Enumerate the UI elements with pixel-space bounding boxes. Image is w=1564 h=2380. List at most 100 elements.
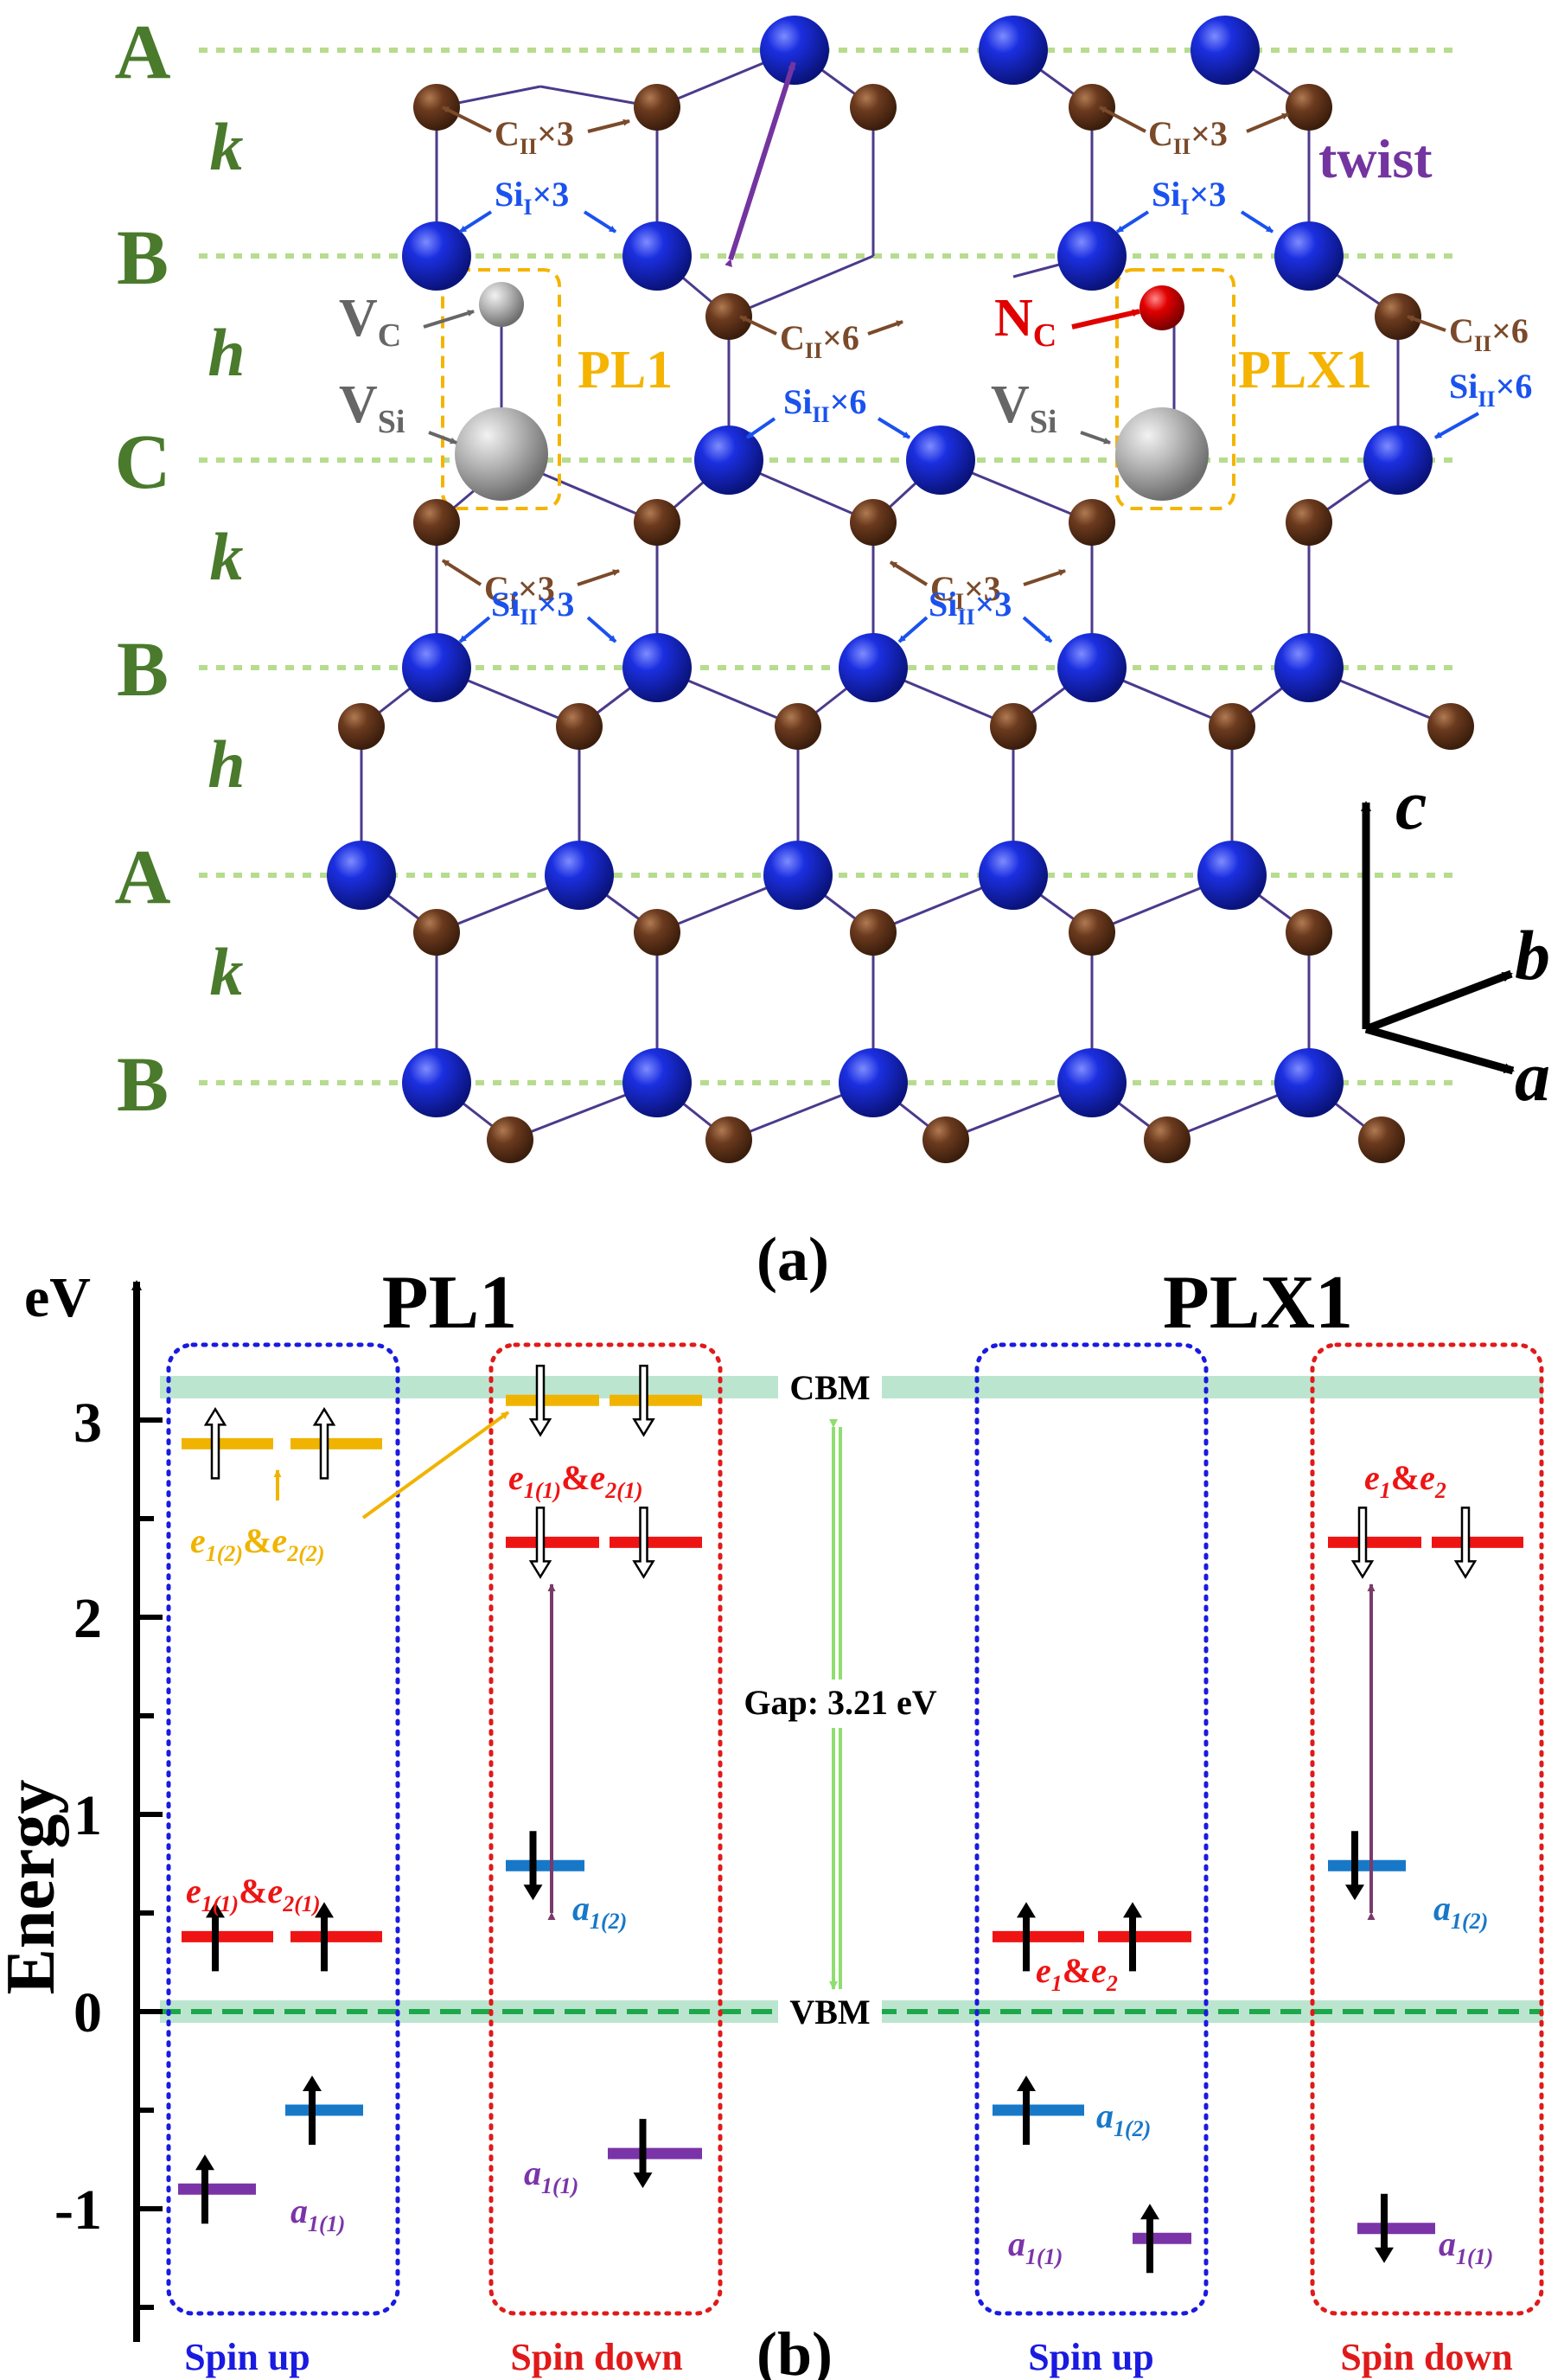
silicon-atom — [402, 633, 471, 702]
carbon-atom — [922, 1116, 969, 1163]
annotation-c-ii-x3-right: CII×3 — [1099, 106, 1289, 159]
annotation-c-ii-x6-right: CII×6 — [1407, 311, 1529, 356]
carbon-atom — [634, 499, 680, 546]
silicon-atom — [327, 841, 396, 910]
annotation-si-ii-x3-left: SiII×3 — [458, 585, 617, 643]
plx1-defect-box — [1115, 268, 1235, 510]
annotation-carbon-vacancy: VC — [339, 289, 475, 354]
svg-text:SiI×3: SiI×3 — [1152, 175, 1226, 220]
carbon-atom — [850, 84, 897, 131]
axis-c-label: c — [1395, 765, 1427, 844]
carbon-atom — [413, 84, 460, 131]
silicon-atom — [402, 1048, 471, 1117]
twist-label: twist — [1318, 128, 1433, 189]
carbon-atom — [1358, 1116, 1405, 1163]
svg-text:CI×3: CI×3 — [930, 569, 1001, 614]
empty-spin-down-arrow — [1350, 1507, 1375, 1579]
silicon-atom — [1057, 633, 1127, 702]
empty-spin-up-arrow — [312, 1406, 336, 1480]
label-plx1-down-a11: a1(1) — [1439, 2224, 1493, 2269]
spin-down-arrow — [1345, 1831, 1364, 1901]
tick-label-minus-1: -1 — [54, 2178, 102, 2242]
silicon-atom — [839, 1048, 908, 1117]
svg-text:VSi: VSi — [339, 375, 405, 440]
plx1-spin-down-box — [1310, 1342, 1544, 2316]
site-label-k: k — [210, 109, 244, 184]
site-label-k: k — [210, 519, 244, 594]
spin-down-arrow — [1375, 2193, 1394, 2263]
svg-text:CII×6: CII×6 — [1449, 311, 1529, 356]
spin-down-arrow — [633, 2119, 653, 2189]
axis-a-label: a — [1515, 1037, 1550, 1116]
tick-label-1: 1 — [73, 1784, 102, 1847]
tick-label-0: 0 — [73, 1981, 102, 2044]
silicon-atom — [760, 16, 829, 85]
band-gap-arrow: Gap: 3.21 eV — [726, 1419, 954, 1990]
silicon-vacancy-site-pl1 — [455, 407, 548, 501]
label-pl1-down-a12: a1(2) — [572, 1889, 627, 1934]
empty-spin-down-arrow — [528, 1507, 552, 1579]
layer-label-c: C — [115, 419, 171, 505]
silicon-atom — [979, 16, 1048, 85]
annotation-silicon-vacancy-right: VSi — [991, 375, 1111, 445]
spin-up-arrow — [315, 1902, 334, 1972]
svg-text:CII×3: CII×3 — [1148, 114, 1228, 159]
energy-level-panel: eV Energy 3 2 1 0 -1 PL1 PLX1 CBM VBM Ga… — [0, 1261, 1544, 2380]
plx1-label: PLX1 — [1238, 341, 1372, 400]
annotation-c-i-x3-left: CI×3 — [441, 559, 620, 614]
energy-levels — [178, 1364, 1523, 2274]
annotation-si-ii-x6-right: SiII×6 — [1434, 367, 1532, 439]
spin-up-arrow — [195, 2154, 214, 2224]
annotation-si-ii-x6-middle: SiII×6 — [745, 382, 911, 439]
pl1-label: PL1 — [578, 341, 673, 400]
svg-text:SiII×6: SiII×6 — [783, 382, 866, 427]
pl1-spin-up-label: Spin up — [184, 2336, 310, 2378]
carbon-atom — [1286, 499, 1332, 546]
level-labels: e1(2)&e2(2) e1(1)&e2(1) e1(1)&e2(1) e1&e… — [186, 1411, 1493, 2269]
energy-unit: eV — [24, 1266, 91, 1329]
carbon-atom — [705, 1116, 752, 1163]
svg-text:SiII×3: SiII×3 — [929, 585, 1012, 630]
carbon-atom — [413, 499, 460, 546]
crystal-axes: c b a — [1361, 765, 1550, 1116]
carbon-atom — [1286, 909, 1332, 956]
silicon-atom — [402, 221, 471, 291]
silicon-atom — [622, 633, 692, 702]
carbon-atom — [1144, 1116, 1191, 1163]
label-pl1-up-e2-level: e1(2)&e2(2) — [190, 1521, 325, 1566]
spin-up-arrow — [303, 2076, 322, 2145]
silicon-atom — [763, 841, 833, 910]
empty-spin-down-arrow — [528, 1364, 552, 1437]
silicon-atom — [1363, 425, 1433, 495]
silicon-atom — [1191, 16, 1260, 85]
spin-up-arrow — [1017, 1902, 1036, 1972]
empty-spin-down-arrow — [1453, 1507, 1478, 1579]
carbon-atom — [1069, 499, 1115, 546]
label-pl1-down-e1-level: e1(1)&e2(1) — [508, 1458, 643, 1503]
silicon-atom — [694, 425, 763, 495]
silicon-atom — [622, 1048, 692, 1117]
carbon-atom — [775, 703, 821, 750]
annotation-si-i-x3-left: SiI×3 — [458, 175, 617, 234]
energy-axis-label: Energy — [0, 1780, 69, 1995]
layer-label-b: B — [117, 1042, 169, 1128]
carbon-atom — [850, 499, 897, 546]
layer-label-b: B — [117, 627, 169, 713]
silicon-atom — [1274, 633, 1344, 702]
label-pl1-up-e1-level: e1(1)&e2(1) — [186, 1871, 321, 1916]
site-label-h: h — [207, 315, 245, 390]
cbm-label: CBM — [789, 1368, 870, 1407]
tick-label-2: 2 — [73, 1587, 102, 1650]
label-plx1-down-e-level: e1&e2 — [1364, 1458, 1446, 1503]
carbon-atom — [487, 1116, 533, 1163]
carbon-atom — [1375, 293, 1421, 340]
layer-label-a: A — [115, 835, 171, 920]
plx1-spin-up-box — [974, 1342, 1209, 2316]
annotation-nitrogen-substitution: NC — [994, 289, 1140, 354]
svg-text:CII×6: CII×6 — [780, 318, 859, 363]
energy-ticks — [137, 1417, 163, 2310]
label-plx1-up-e-level: e1&e2 — [1036, 1951, 1118, 1996]
empty-spin-down-arrow — [632, 1507, 655, 1579]
